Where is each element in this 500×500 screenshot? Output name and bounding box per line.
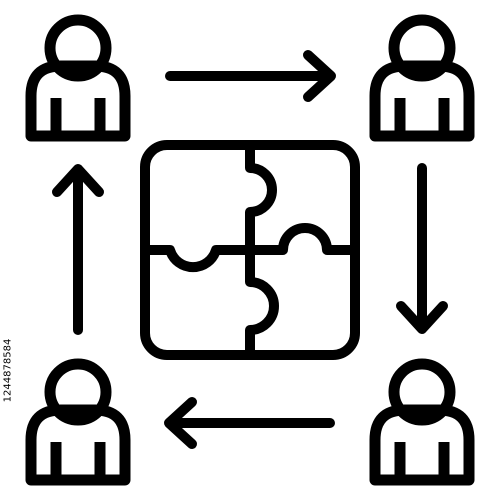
arrow-up-icon <box>52 164 104 335</box>
arrow-left-icon <box>164 397 335 449</box>
person-top-left-icon <box>31 20 125 136</box>
person-bottom-left-icon <box>31 364 125 480</box>
puzzle-icon <box>140 140 360 360</box>
stock-id-watermark: 1244878584 <box>2 250 14 490</box>
stock-id-text: 1244878584 <box>2 338 14 402</box>
arrow-right-icon <box>165 50 336 102</box>
person-top-right-icon <box>375 20 469 136</box>
puzzle-seam-horizontal <box>140 223 360 273</box>
arrow-down-icon <box>396 163 448 334</box>
person-bottom-right-icon <box>375 364 469 480</box>
puzzle-seam-vertical <box>245 140 279 360</box>
